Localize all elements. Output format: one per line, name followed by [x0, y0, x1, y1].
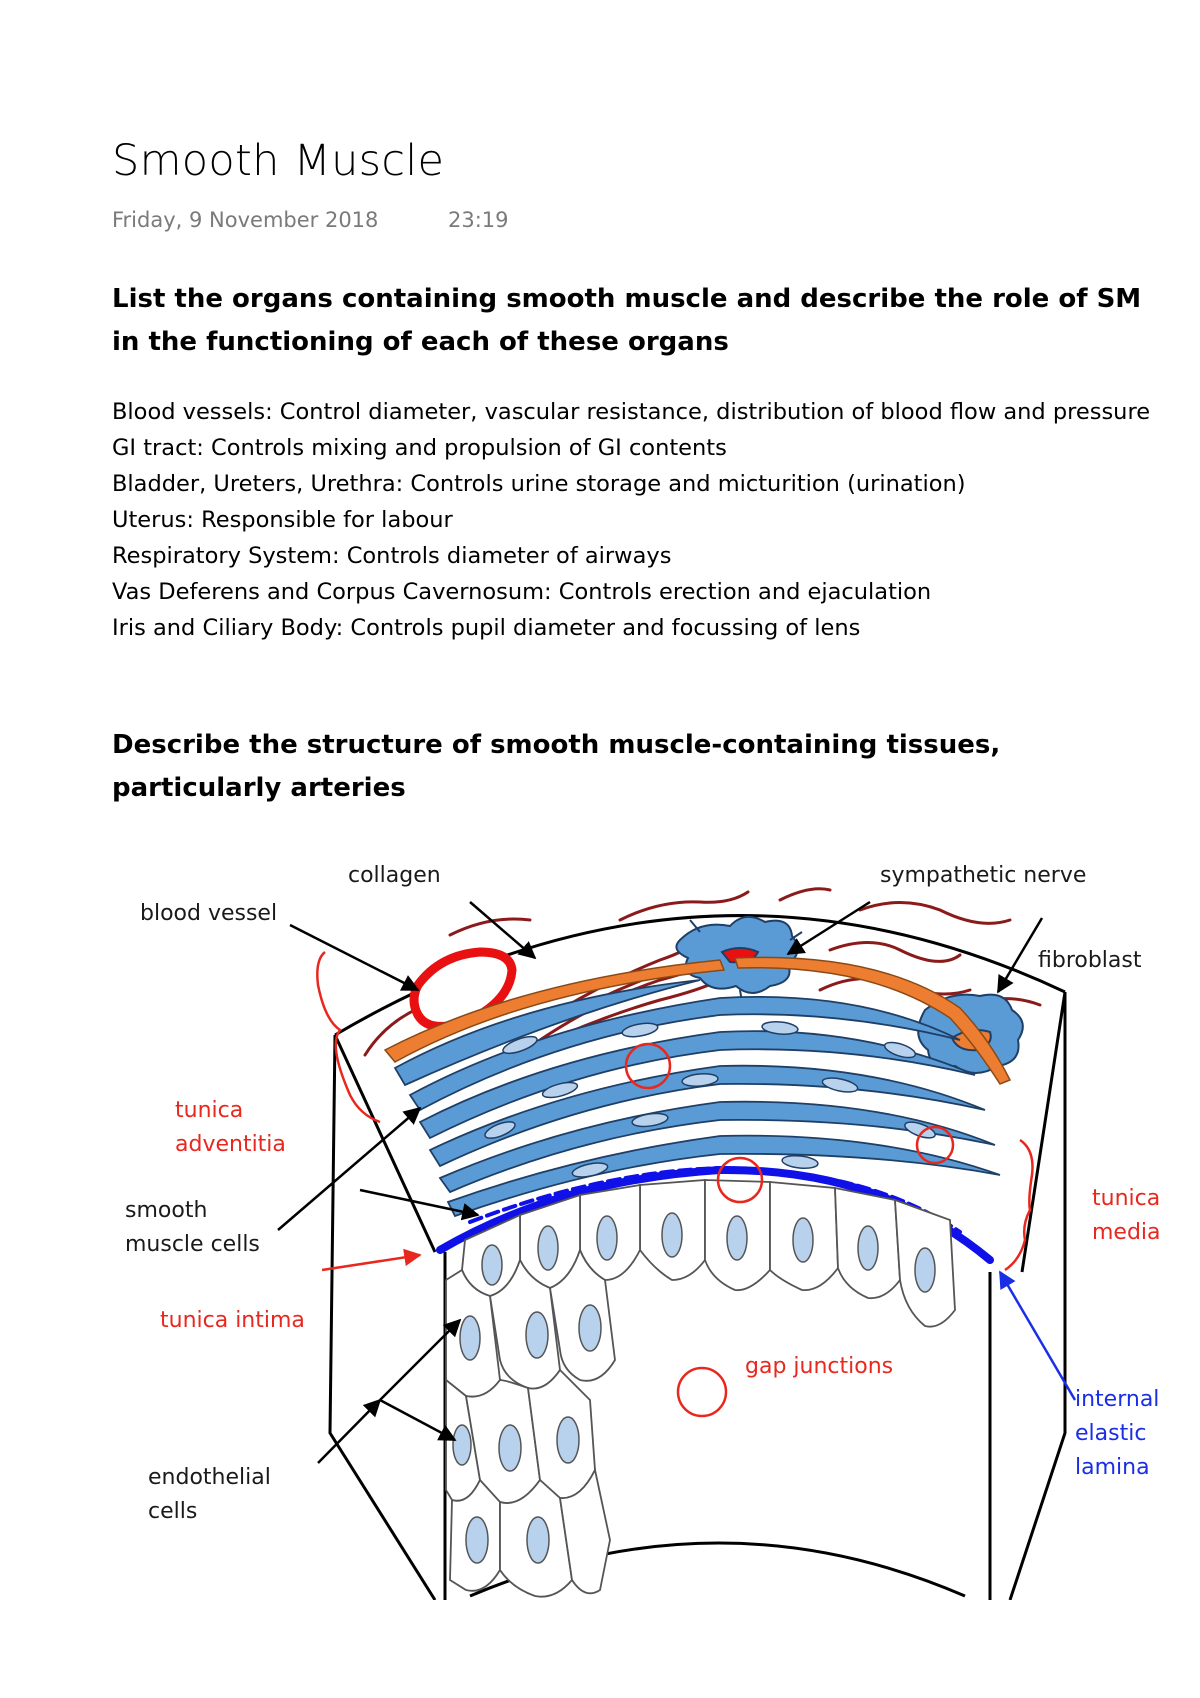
gap-junction-markers — [624, 1042, 955, 1418]
brackets — [316, 951, 1034, 1272]
label-fibroblast: fibroblast — [1038, 948, 1142, 973]
label-internal-elastic-2: elastic — [1075, 1421, 1146, 1446]
adventitia-band — [383, 956, 1012, 1085]
label-smooth-muscle-1: smooth — [125, 1198, 207, 1223]
list-item: Uterus: Responsible for labour — [112, 507, 453, 533]
page-time: 23:19 — [448, 208, 509, 232]
sympathetic-nerve-cell — [675, 915, 803, 1003]
list-item: Bladder, Ureters, Urethra: Controls urin… — [112, 471, 966, 497]
list-item: Iris and Ciliary Body: Controls pupil di… — [112, 615, 861, 641]
label-tunica-media-2: media — [1092, 1220, 1161, 1245]
section-2-heading: Describe the structure of smooth muscle-… — [112, 730, 1001, 803]
label-smooth-muscle-2: muscle cells — [125, 1232, 260, 1257]
list-item: Respiratory System: Controls diameter of… — [112, 543, 672, 569]
muscle-nuclei — [484, 1021, 936, 1178]
section-1-heading: List the organs containing smooth muscle… — [112, 284, 1142, 357]
page-title: Smooth Muscle — [112, 136, 445, 186]
pointer-arrows — [277, 900, 1077, 1464]
label-blood-vessel: blood vessel — [140, 901, 277, 926]
label-tunica-adventitia-1: tunica — [175, 1098, 243, 1123]
page-date: Friday, 9 November 2018 — [112, 208, 379, 232]
label-internal-elastic-3: lamina — [1075, 1455, 1150, 1480]
label-tunica-adventitia-2: adventitia — [175, 1132, 286, 1157]
organ-list: Blood vessels: Control diameter, vascula… — [112, 394, 1152, 646]
label-endothelial-1: endothelial — [148, 1465, 271, 1490]
label-endothelial-2: cells — [148, 1499, 197, 1524]
endothelial-cells — [445, 1179, 956, 1598]
endothelial-nuclei — [452, 1212, 936, 1564]
label-internal-elastic-1: internal — [1075, 1387, 1159, 1412]
list-item: GI tract: Controls mixing and propulsion… — [112, 435, 727, 461]
smooth-muscle-layer — [393, 979, 1001, 1218]
label-tunica-media-1: tunica — [1092, 1186, 1160, 1211]
list-item: Vas Deferens and Corpus Cavernosum: Cont… — [112, 579, 932, 605]
label-gap-junctions: gap junctions — [745, 1354, 893, 1379]
list-item: Blood vessels: Control diameter, vascula… — [112, 399, 1151, 425]
label-collagen: collagen — [348, 863, 441, 888]
label-sympathetic-nerve: sympathetic nerve — [880, 863, 1086, 888]
artery-wall-diagram: collagen sympathetic nerve blood vessel … — [125, 863, 1161, 1600]
label-tunica-intima: tunica intima — [160, 1308, 305, 1333]
